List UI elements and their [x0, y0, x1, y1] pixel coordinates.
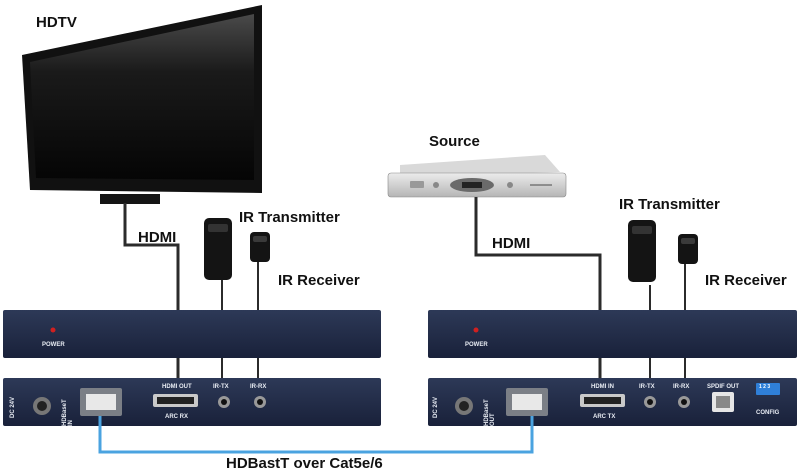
ir-receiver-right: [678, 234, 698, 264]
transmitter-rear-panel: [428, 378, 797, 426]
transmitter-hdbaset-label: HDBaseT OUT: [484, 399, 496, 426]
transmitter-irrx-label: IR-RX: [673, 384, 690, 390]
receiver-power-label: POWER: [42, 342, 65, 348]
receiver-hdmi-label: HDMI OUT: [162, 384, 192, 390]
power-led-icon: [50, 327, 56, 333]
transmitter-front-panel: [428, 310, 797, 358]
receiver-irtx-label: IR-TX: [213, 384, 229, 390]
hdtv-graphic: [22, 5, 262, 204]
ir-receiver-left: [250, 232, 270, 262]
hdmi-label-right: HDMI: [492, 235, 531, 252]
transmitter-config-label: CONFIG: [756, 410, 780, 416]
transmitter-dc-label: DC 24V: [433, 396, 439, 418]
network-cable: [98, 416, 534, 454]
ir-transmitter-left: [204, 218, 232, 280]
transmitter-arc-label: ARC TX: [593, 414, 616, 420]
ir-receiver-label-left: IR Receiver: [278, 272, 360, 289]
transmitter-power-label: POWER: [465, 342, 488, 348]
hdmi-label-left: HDMI: [138, 229, 177, 246]
transmitter-irtx-label: IR-TX: [639, 384, 655, 390]
receiver-dc-label: DC 24V: [10, 396, 16, 418]
transmitter-hdmi-label: HDMI IN: [591, 384, 614, 390]
ir-transmitter-right: [628, 220, 656, 282]
source-label: Source: [429, 133, 480, 150]
hdtv-label: HDTV: [36, 14, 77, 31]
source-box-graphic: [387, 155, 567, 198]
power-led-icon: [473, 327, 479, 333]
link-label: HDBastT over Cat5e/6: [226, 455, 383, 472]
dip-switch-icon: [756, 383, 780, 395]
ir-receiver-label-right: IR Receiver: [705, 272, 787, 289]
transmitter-spdif-label: SPDIF OUT: [707, 384, 740, 390]
receiver-irrx-label: IR-RX: [250, 384, 267, 390]
ir-transmitter-label-right: IR Transmitter: [619, 196, 720, 213]
ir-transmitter-label-left: IR Transmitter: [239, 209, 340, 226]
receiver-arc-label: ARC RX: [165, 414, 189, 420]
transmitter-dip-label: 1 2 3: [759, 384, 771, 390]
receiver-hdbaset-label: HDBaseT IN: [62, 399, 74, 426]
receiver-rear-panel: [3, 378, 381, 426]
receiver-front-panel: [3, 310, 381, 358]
